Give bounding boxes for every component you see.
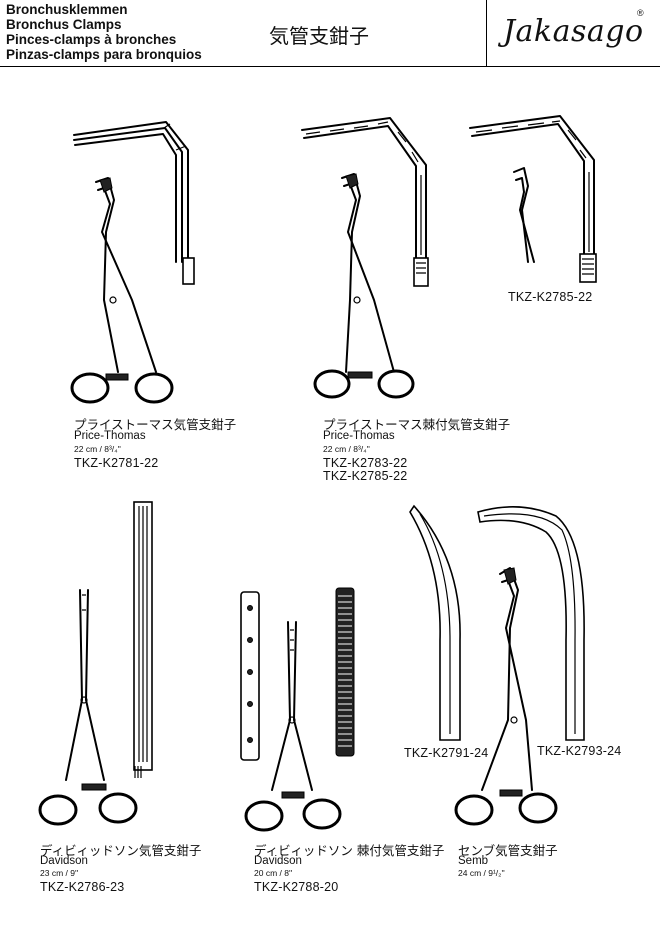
price-thomas-serrated-code-1: TKZ-K2783-22 — [323, 456, 408, 470]
davidson-serrated-jaw-detail-right — [335, 587, 355, 757]
price-thomas-clamp — [70, 177, 174, 404]
title-french: Pinces-clamps à bronches — [6, 32, 177, 47]
k2785-jaw-detail — [469, 115, 597, 283]
davidson-code: TKZ-K2786-23 — [40, 880, 125, 894]
k2791-code: TKZ-K2791-24 — [404, 746, 489, 760]
k2785-detail-code: TKZ-K2785-22 — [508, 290, 593, 304]
registered-mark: ® — [637, 8, 644, 18]
semb-en-name: Semb — [458, 855, 489, 867]
brand-logo: Jakasago — [503, 14, 644, 49]
price-thomas-serrated-clamp — [313, 173, 415, 399]
title-japanese: 気管支鉗子 — [269, 24, 369, 48]
price-thomas-code: TKZ-K2781-22 — [74, 456, 159, 470]
davidson-serrated-size: 20 cm / 8'' — [254, 868, 293, 878]
title-german: Bronchusklemmen — [6, 2, 128, 17]
davidson-clamp — [38, 589, 138, 826]
k2793-code: TKZ-K2793-24 — [537, 744, 622, 758]
price-thomas-serrated-size: 22 cm / 8³/₄'' — [323, 444, 370, 454]
title-english: Bronchus Clamps — [6, 17, 122, 32]
k2793-curved-jaw — [477, 506, 585, 741]
semb-jp-name: センブ気管支鉗子 — [458, 843, 558, 858]
header-divider — [486, 0, 487, 66]
price-thomas-serrated-code-2: TKZ-K2785-22 — [323, 469, 408, 483]
davidson-size: 23 cm / 9'' — [40, 868, 79, 878]
davidson-serrated-jp-name: ディビィッドソン 棘付気管支鉗子 — [254, 843, 445, 858]
price-thomas-en-name: Price-Thomas — [74, 430, 146, 442]
price-thomas-serrated-jp-name: プライストーマス棘付気管支鉗子 — [323, 417, 511, 432]
semb-size: 24 cm / 9¹/₂'' — [458, 868, 505, 878]
header-rule — [0, 66, 660, 67]
davidson-en-name: Davidson — [40, 855, 88, 867]
price-thomas-size: 22 cm / 8³/₄'' — [74, 444, 121, 454]
davidson-serrated-en-name: Davidson — [254, 855, 302, 867]
k2791-curved-jaw — [409, 504, 461, 741]
davidson-serrated-code: TKZ-K2788-20 — [254, 880, 339, 894]
davidson-jp-name: ディビィッドソン気管支鉗子 — [40, 843, 202, 858]
price-thomas-serrated-en-name: Price-Thomas — [323, 430, 395, 442]
price-thomas-jaw-detail — [73, 121, 195, 285]
davidson-serrated-jaw-detail-left — [240, 591, 260, 761]
price-thomas-serrated-jaw-detail — [301, 117, 429, 287]
title-spanish: Pinzas-clamps para bronquios — [6, 47, 202, 62]
price-thomas-jp-name: プライストーマス気管支鉗子 — [74, 417, 237, 432]
davidson-jaw-detail — [133, 501, 153, 778]
semb-clamp — [454, 567, 558, 826]
davidson-serrated-clamp — [244, 621, 342, 832]
